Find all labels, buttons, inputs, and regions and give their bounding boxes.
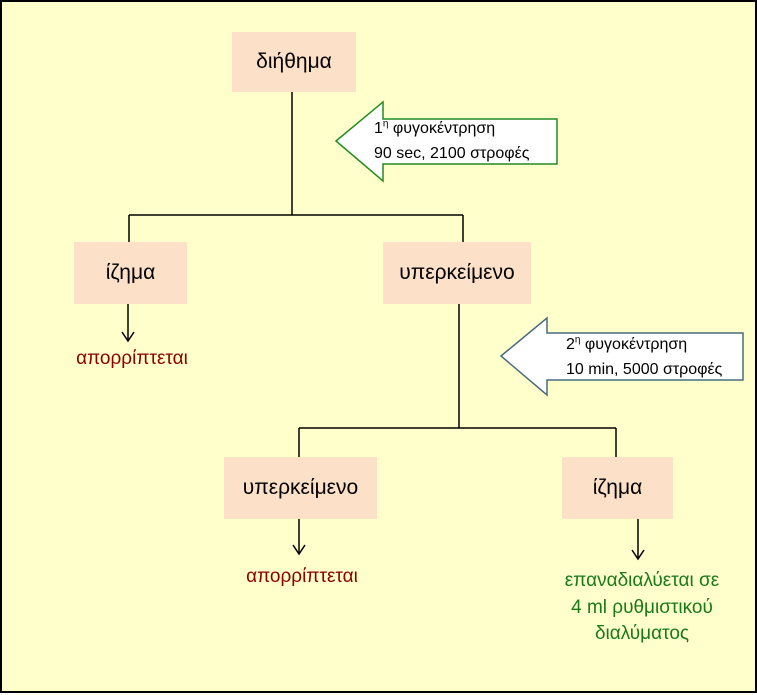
centrifugation-2-text: 2η φυγοκέντρηση 10 min, 5000 στροφές (566, 333, 722, 383)
centrifugation-1-ordinal: 1 (374, 120, 383, 137)
outcome-resuspend-line-2: 4 ml ρυθμιστικού (571, 596, 713, 618)
outcome-discard-2: απορρίπτεται (246, 566, 358, 587)
node-supernatant-2-label: υπερκείμενο (242, 476, 359, 499)
centrifugation-1-ordinal-suffix: η (382, 118, 389, 130)
node-precipitate-2-label: ίζημα (592, 476, 643, 499)
centrifugation-1-text: 1η φυγοκέντρηση 90 sec, 2100 στροφές (374, 117, 529, 167)
centrifugation-1-arrow (334, 100, 558, 183)
node-precipitate-2: ίζημα (562, 457, 673, 519)
centrifugation-1-title-text: φυγοκέντρηση (388, 120, 496, 137)
centrifugation-1-title: 1η φυγοκέντρηση (374, 117, 529, 142)
node-precipitate-1-label: ίζημα (105, 261, 156, 284)
centrifugation-2-ordinal: 2 (566, 336, 575, 353)
node-filtrate-label: διήθημα (256, 50, 332, 73)
resuspend-arrow-head (631, 549, 645, 561)
outcome-resuspend-line-3: διαλύματος (594, 623, 690, 645)
node-precipitate-1: ίζημα (74, 242, 187, 304)
outcome-discard-1: απορρίπτεται (76, 348, 188, 369)
node-supernatant-1: υπερκείμενο (383, 242, 531, 304)
centrifugation-2-title-text: φυγοκέντρηση (580, 336, 688, 353)
centrifugation-2-details: 10 min, 5000 στροφές (566, 360, 723, 378)
node-supernatant-2: υπερκείμενο (224, 457, 377, 519)
node-filtrate: διήθημα (232, 32, 356, 92)
outcome-resuspend: επαναδιαλύεται σε 4 ml ρυθμιστικού διαλύ… (502, 568, 757, 648)
discard-arrow-bottom-head (292, 544, 306, 556)
centrifugation-2-title: 2η φυγοκέντρηση (566, 333, 722, 358)
centrifugation-2-ordinal-suffix: η (574, 334, 581, 346)
centrifugation-2-arrow (499, 316, 744, 397)
centrifugation-1-details: 90 sec, 2100 στροφές (374, 144, 530, 162)
outcome-resuspend-line-1: επαναδιαλύεται σε (564, 570, 720, 591)
node-supernatant-1-label: υπερκείμενο (399, 261, 515, 284)
discard-arrow-left-head (121, 331, 135, 343)
